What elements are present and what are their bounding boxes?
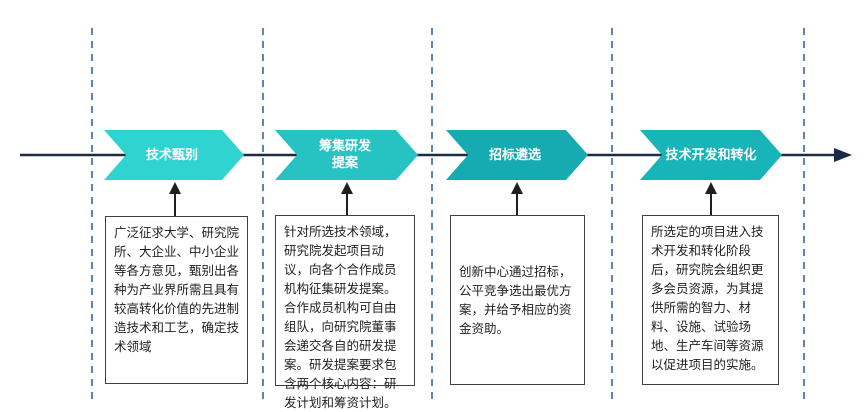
stage-title: 技术甄别	[145, 147, 198, 163]
connector-3-arrowhead	[511, 182, 523, 194]
stage-title-line-1: 筹集研发	[318, 139, 371, 154]
description-text: 针对所选技术领域，研究院发起项目动议，向各个合作成员机构征集研发提案。合作成员机…	[284, 224, 397, 410]
connector-2-arrowhead	[341, 182, 353, 194]
stage-label-4: 技术开发和转化	[652, 130, 770, 180]
description-box-1: 广泛征求大学、研究院所、大企业、中小企业等各方意见，甄别出各种为产业界所需且具有…	[105, 216, 248, 384]
timeline-arrowhead	[834, 148, 852, 162]
description-text: 创新中心通过招标，公平竞争选出最优方案，并给予相应的资金资助。	[459, 264, 572, 336]
stage-label-2: 筹集研发 提案	[292, 130, 398, 180]
stage-chevron-3	[446, 130, 588, 180]
description-box-2: 针对所选技术领域，研究院发起项目动议，向各个合作成员机构征集研发提案。合作成员机…	[275, 215, 415, 410]
stage-chevron-1	[104, 130, 244, 180]
stage-label-3: 招标遴选	[462, 130, 568, 180]
stage-chevron-4	[640, 130, 782, 180]
description-text: 广泛征求大学、研究院所、大企业、中小企业等各方意见，甄别出各种为产业界所需且具有…	[114, 225, 240, 354]
description-box-4: 所选定的项目进入技术开发和转化阶段后，研究院会组织更多会员资源，为其提供所需的智…	[642, 215, 779, 385]
stage-title: 招标遴选	[488, 147, 541, 163]
stage-title: 技术开发和转化	[665, 147, 757, 163]
description-box-3: 创新中心通过招标，公平竞争选出最优方案，并给予相应的资金资助。	[450, 215, 585, 385]
connector-1-arrowhead	[169, 182, 181, 194]
description-text: 所选定的项目进入技术开发和转化阶段后，研究院会组织更多会员资源，为其提供所需的智…	[651, 224, 764, 372]
stage-title-line-2: 提案	[331, 156, 358, 171]
stage-chevron-2	[275, 130, 418, 180]
connector-4-arrowhead	[705, 182, 717, 194]
stage-label-1: 技术甄别	[120, 130, 224, 180]
